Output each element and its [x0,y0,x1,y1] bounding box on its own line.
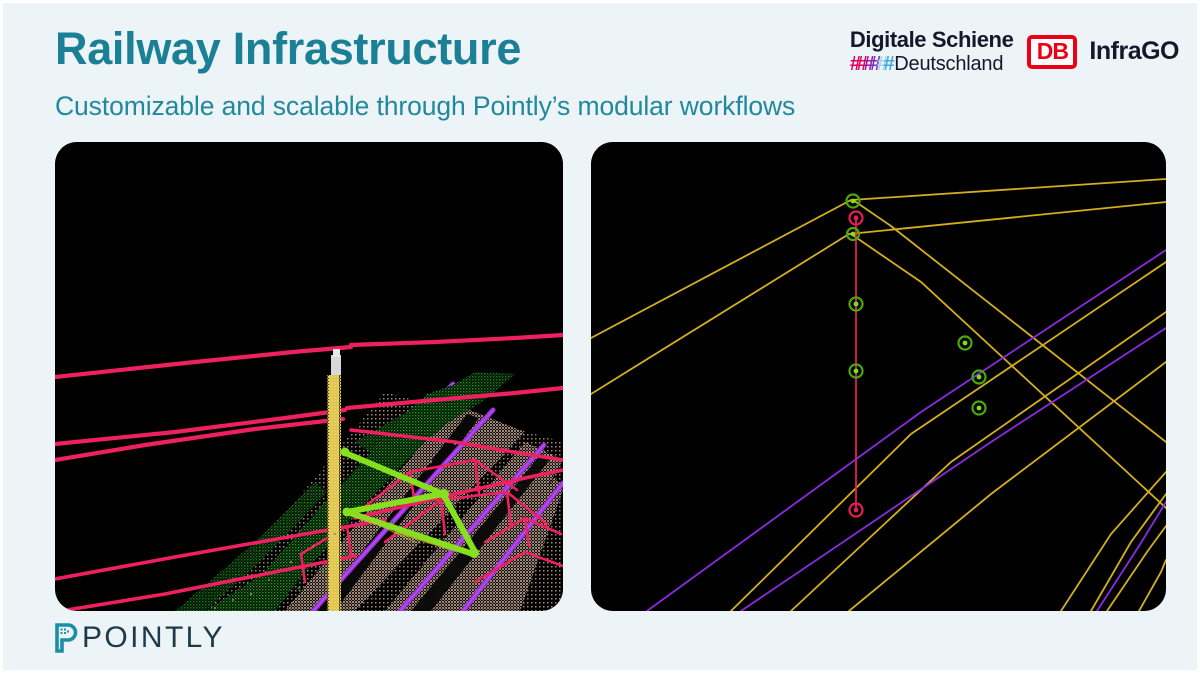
node-marker-green [845,193,861,209]
node-marker-green [957,335,973,351]
catenary-mast-points [327,349,341,611]
hash-glyph-6: # [883,53,895,75]
wire-vector-lines [591,178,1166,611]
pointly-p-mark-icon [55,623,78,653]
node-marker-green [845,226,861,242]
hash-glyph-3: # [863,53,874,75]
db-logo-label: DB [1036,38,1069,64]
rail-vector-lines [646,249,1166,611]
node-marker-green [971,369,987,385]
dropper-wire-points [354,513,452,551]
hash-pattern-icon: # # # # # # [849,53,895,75]
hash-glyph-4: # [870,53,881,75]
fence-outline-points [299,458,563,584]
digitale-schiene-logo: Digitale Schiene # # # # # # Deutschland [849,27,1014,75]
node-marker-green [848,296,864,312]
point-cloud-image [55,142,563,611]
db-logo-icon: DB [1027,34,1078,69]
logo-lockup: Digitale Schiene # # # # # # Deutschland… [849,27,1180,75]
node-marker-green [971,400,987,416]
cantilever-arm-tips [340,447,479,558]
node-marker-red [848,210,864,226]
node-marker-group [845,193,987,518]
page-subtitle: Customizable and scalable through Pointl… [55,91,796,121]
node-marker-green [848,363,864,379]
hash-glyph-2: # [856,53,868,75]
catenary-wire-points [55,332,563,463]
classified-point-cloud-panel[interactable] [55,142,563,611]
scatter-noise-points-green [297,520,395,590]
digitale-schiene-line1: Digitale Schiene [849,27,1014,52]
digitale-schiene-deutschland: Deutschland [894,53,1004,75]
vectorized-geometry-panel[interactable] [591,142,1166,611]
infrago-logo-label: InfraGO [1089,37,1179,65]
hash-glyph-1: # [849,53,861,75]
pointly-wordmark: POINTLY [82,621,225,654]
page-title: Railway Infrastructure [55,23,522,74]
node-marker-red [848,502,864,518]
insulator-top-points [331,355,341,379]
pointly-logo: POINTLY [55,623,225,653]
vector-geometry-image [591,142,1166,611]
cantilever-arm-points [340,449,478,557]
digitale-schiene-line2: # # # # # # Deutschland [849,53,1004,75]
hash-glyph-5: # [876,53,888,75]
scatter-noise-points [213,443,456,610]
